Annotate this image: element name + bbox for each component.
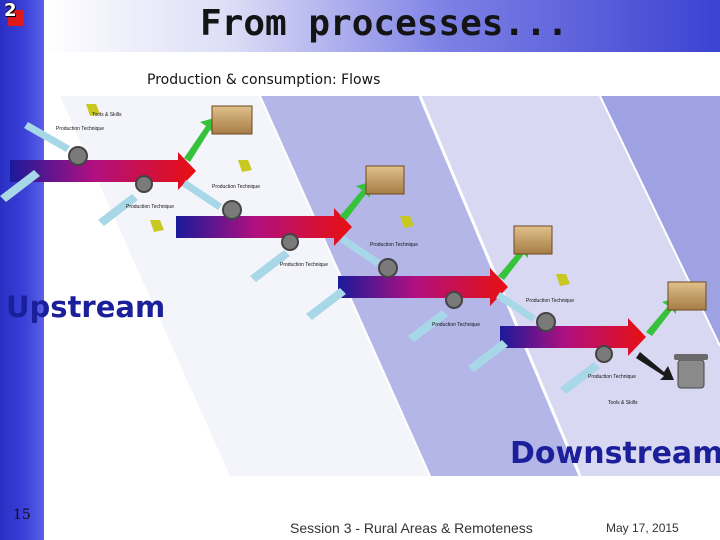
tools-icon — [556, 274, 570, 286]
input-arrow-1b — [24, 122, 70, 152]
flow-arrow-4 — [500, 318, 646, 356]
tools-label: Tools & Skills — [608, 400, 638, 406]
input-arrow-3 — [250, 250, 290, 282]
technique-label: Production Technique — [126, 204, 174, 210]
process-stage-4: Production Technique Production Techniqu… — [408, 274, 707, 372]
output-arrow-2 — [340, 182, 370, 220]
gear-icon — [135, 175, 153, 193]
input-arrow-2b — [182, 180, 222, 210]
trash-can-icon — [677, 359, 705, 389]
crate-icon — [667, 281, 707, 311]
crate-icon — [513, 225, 553, 255]
input-arrow-3c — [306, 288, 346, 320]
flow-arrow-3 — [338, 268, 508, 306]
waste-arrow — [636, 352, 674, 380]
gear-icon — [445, 291, 463, 309]
technique-label: Production Technique — [56, 126, 104, 132]
input-arrow-2 — [98, 194, 138, 226]
crate-icon — [211, 105, 253, 135]
gear-icon — [222, 200, 242, 220]
slide-badge: 2 — [4, 0, 24, 26]
gear-icon — [281, 233, 299, 251]
trash-can-lid — [674, 354, 708, 360]
input-arrow-4b — [496, 292, 536, 322]
technique-label: Production Technique — [432, 322, 480, 328]
crate-icon — [365, 165, 405, 195]
slide-title: From processes... — [200, 3, 569, 44]
technique-label: Production Technique — [212, 184, 260, 190]
process-stage-2: Production Technique Production Techniqu… — [98, 160, 405, 246]
footer-session-text: Session 3 - Rural Areas & Remoteness — [290, 520, 533, 536]
badge-square — [8, 10, 24, 26]
slide-number: 15 — [13, 507, 31, 523]
output-arrow-1 — [184, 118, 214, 162]
tools-icon — [150, 220, 164, 232]
upstream-label: Upstream — [6, 290, 166, 324]
title-band — [44, 0, 720, 52]
slide-subtitle: Production & consumption: Flows — [147, 72, 381, 88]
tools-icon — [86, 104, 100, 116]
background-panel-1 — [60, 96, 430, 476]
input-arrow-4 — [408, 310, 448, 342]
input-arrow-4c — [468, 340, 508, 372]
gear-icon — [68, 146, 88, 166]
technique-label: Production Technique — [588, 374, 636, 380]
header-background — [44, 52, 720, 98]
downstream-label: Downstream — [510, 436, 720, 471]
left-accent-bar — [0, 0, 44, 540]
input-arrow-1 — [0, 170, 40, 202]
tools-icon — [400, 216, 414, 228]
process-flow-diagram: Production Technique Tools & Skills Prod… — [0, 96, 720, 476]
gear-icon — [378, 258, 398, 278]
process-stage-5: Production Technique Tools & Skills — [560, 345, 708, 406]
input-arrow-5 — [560, 362, 600, 394]
gear-icon — [536, 312, 556, 332]
process-stage-3: Production Technique Production Techniqu… — [250, 216, 553, 320]
tools-label: Tools & Skills — [92, 112, 122, 118]
technique-label: Production Technique — [370, 242, 418, 248]
input-arrow-3b — [340, 236, 380, 266]
flow-arrow-2 — [176, 208, 352, 246]
technique-label: Production Technique — [280, 262, 328, 268]
badge-number: 2 — [4, 0, 17, 21]
footer-date: May 17, 2015 — [606, 521, 679, 535]
tools-icon — [238, 160, 252, 172]
technique-label: Production Technique — [526, 298, 574, 304]
gear-icon — [595, 345, 613, 363]
